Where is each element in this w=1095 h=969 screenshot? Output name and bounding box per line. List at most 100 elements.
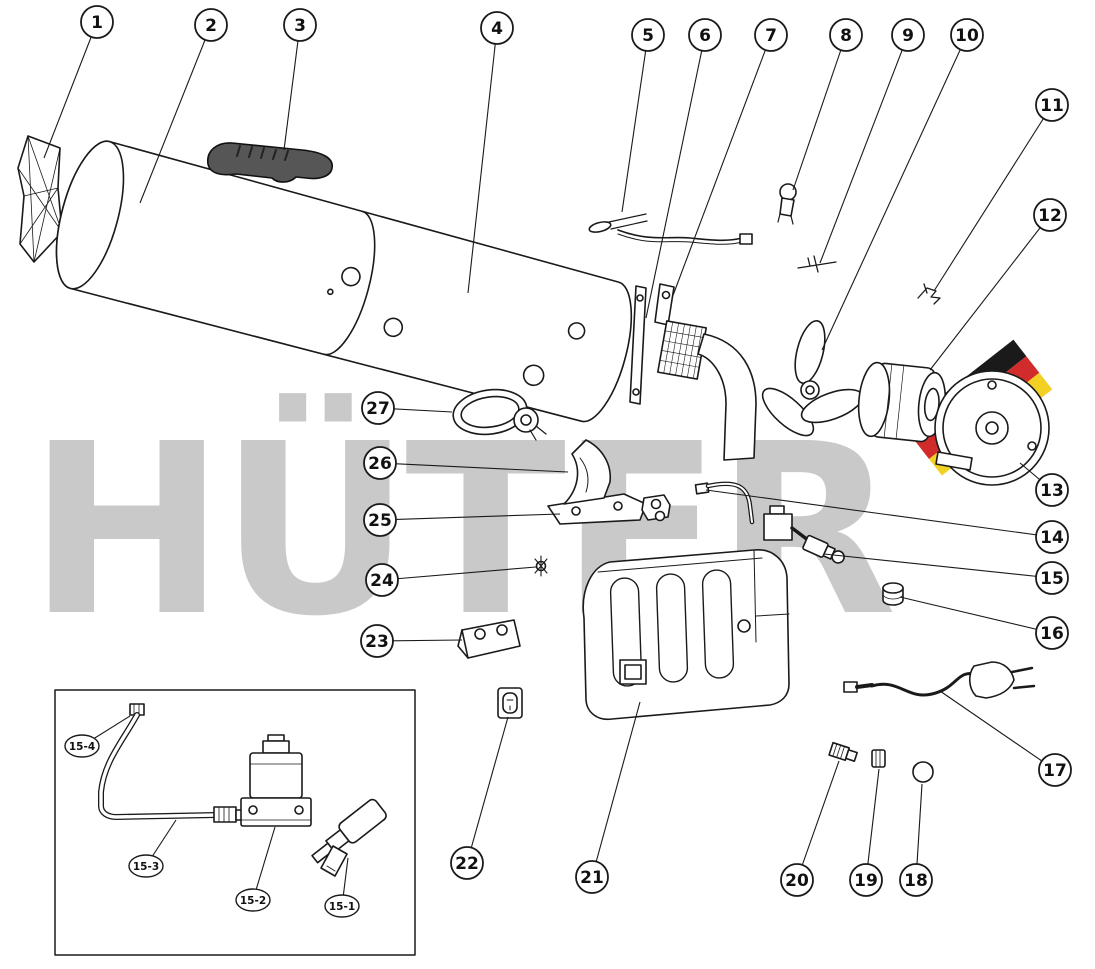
callout-number-12: 12 [1038,206,1062,226]
cable-clip [534,555,548,577]
callout-2: 2 [194,8,228,42]
leader-line-9 [819,34,909,264]
callout-17: 17 [1038,753,1072,787]
callout-9: 9 [891,18,925,52]
leader-line-15 [823,553,1053,579]
switch-bracket [457,619,521,659]
callout-circle-26 [363,446,397,480]
leader-line-14 [705,489,1053,538]
inset-callout-ellipse-15-2 [235,888,271,912]
callout-6: 6 [688,18,722,52]
callout-circle-4 [480,11,514,45]
leader-line-26 [379,462,569,473]
callout-number-21: 21 [580,868,604,888]
callout-number-10: 10 [955,26,979,46]
inset-callout-number-15-1: 15-1 [329,901,355,913]
callout-4: 4 [480,11,514,45]
callout-number-3: 3 [294,16,306,36]
leader-line-20 [796,760,840,881]
callout-circle-19 [849,863,883,897]
leader-line-10 [821,34,968,351]
callout-22: 22 [450,846,484,880]
callout-circle-3 [283,8,317,42]
callout-circle-2 [194,8,228,42]
inset-callout-15-2: 15-2 [235,888,271,912]
leader-line-5 [621,34,649,213]
power-cord [843,661,1036,699]
inset-callout-ellipse-15-3 [128,854,164,878]
callout-21: 21 [575,860,609,894]
callout-number-2: 2 [205,16,217,36]
callout-circle-16 [1035,616,1069,650]
leader-line-16 [899,596,1053,634]
heat-shield-bracket [563,439,611,505]
callout-25: 25 [363,503,397,537]
leader-line-17 [939,690,1056,771]
leader-line-12 [929,214,1051,371]
leader-line-6 [645,34,706,319]
callout-number-5: 5 [642,26,654,46]
leader-line-7 [671,34,772,299]
callout-number-19: 19 [854,871,878,891]
callout-circle-22 [450,846,484,880]
inset-callout-number-15-3: 15-3 [133,861,159,873]
callout-13: 13 [1035,473,1069,507]
callout-19: 19 [849,863,883,897]
fuel-pipe-assembly [694,481,845,564]
callout-24: 24 [365,563,399,597]
carry-handle [207,142,333,183]
inset-callout-15-3: 15-3 [128,854,164,878]
overheat-sensor [777,183,797,225]
callout-circle-15 [1035,561,1069,595]
fan-blade [761,319,864,437]
callout-number-25: 25 [368,511,392,531]
callout-number-14: 14 [1040,528,1064,548]
callout-number-20: 20 [785,871,809,891]
callout-number-6: 6 [699,26,711,46]
callout-circle-27 [361,391,395,425]
callout-number-22: 22 [455,854,479,874]
burner-gasket [452,388,547,441]
callout-1: 1 [80,5,114,39]
leader-line-8 [792,34,847,191]
callout-number-16: 16 [1040,624,1064,644]
callout-circle-11 [1035,88,1069,122]
callout-number-13: 13 [1040,481,1064,501]
inset-callout-number-15-2: 15-2 [240,895,266,907]
callout-circle-1 [80,5,114,39]
callout-26: 26 [363,446,397,480]
inset-callout-ellipse-15-4 [64,734,100,758]
callout-circle-25 [363,503,397,537]
callout-circle-23 [360,624,394,658]
leader-line-2 [139,24,212,204]
main-cylinder [55,140,633,423]
callout-number-7: 7 [765,26,777,46]
callout-number-4: 4 [491,19,503,39]
callout-circle-9 [891,18,925,52]
ignition-cable [617,229,753,245]
cord-grommet [882,582,904,606]
callout-7: 7 [754,18,788,52]
callout-3: 3 [283,8,317,42]
base-housing [582,549,790,721]
inset-callout-number-15-4: 15-4 [69,741,95,753]
callout-8: 8 [829,18,863,52]
callout-15: 15 [1035,561,1069,595]
leader-line-11 [933,104,1053,292]
callout-number-11: 11 [1040,96,1064,116]
leader-line-3 [283,24,301,151]
retainer-pin [797,255,837,273]
callout-number-18: 18 [904,871,928,891]
callout-number-8: 8 [840,26,852,46]
leader-line-25 [379,513,561,521]
leader-line-1 [43,21,98,159]
callout-circle-14 [1035,520,1069,554]
callout-10: 10 [950,18,984,52]
callout-circle-20 [780,863,814,897]
callout-number-17: 17 [1043,761,1067,781]
mounting-strips [629,283,675,405]
callout-circle-12 [1033,198,1067,232]
callout-circle-18 [899,863,933,897]
